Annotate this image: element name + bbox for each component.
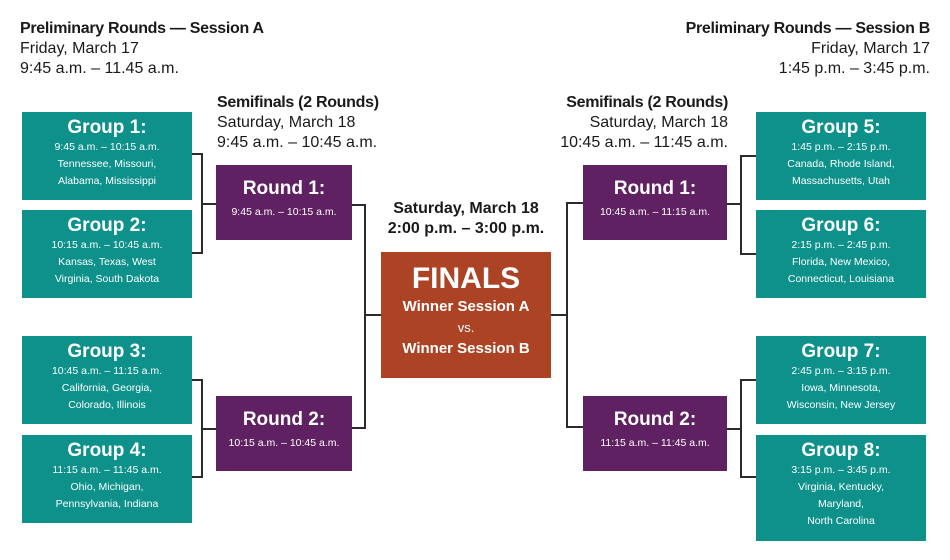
connector-line: [727, 428, 742, 430]
session-b-time: 1:45 p.m. – 3:45 p.m.: [778, 60, 930, 77]
group-teams: California, Georgia,: [61, 382, 153, 394]
group-5-box: Group 5: 1:45 p.m. – 2:15 p.m. Canada, R…: [756, 112, 926, 200]
group-teams: Ohio, Michigan,: [70, 481, 144, 493]
semifinals-b-header: Semifinals (2 Rounds) Saturday, March 18…: [560, 93, 728, 153]
group-title: Group 2:: [67, 215, 147, 236]
group-title: Group 4:: [67, 440, 147, 461]
group-teams: Canada, Rhode Island,: [787, 158, 895, 170]
connector-line: [566, 426, 583, 428]
group-title: Group 1:: [67, 117, 147, 138]
connector-line: [740, 155, 742, 255]
group-teams: Kansas, Texas, West: [58, 256, 156, 268]
connector-line: [727, 203, 742, 205]
connector-line: [364, 314, 381, 316]
semifinals-a-time: 9:45 a.m. – 10:45 a.m.: [217, 134, 378, 151]
finals-title: FINALS: [411, 262, 521, 295]
session-b-title: Preliminary Rounds — Session B: [685, 20, 931, 37]
round-time: 11:15 a.m. – 11:45 a.m.: [600, 437, 710, 449]
group-2-box: Group 2: 10:15 a.m. – 10:45 a.m. Kansas,…: [22, 210, 192, 298]
connector-line: [740, 253, 756, 255]
semifinals-a-date: Saturday, March 18: [217, 114, 356, 131]
group-title: Group 5:: [801, 117, 881, 138]
group-4-box: Group 4: 11:15 a.m. – 11:45 a.m. Ohio, M…: [22, 435, 192, 523]
group-time: 2:45 p.m. – 3:15 p.m.: [791, 365, 891, 377]
group-teams: Colorado, Illinois: [68, 399, 146, 411]
round-time: 10:45 a.m. – 11:15 a.m.: [599, 206, 711, 218]
connector-line: [364, 204, 366, 429]
group-3-box: Group 3: 10:45 a.m. – 11:15 a.m. Califor…: [22, 336, 192, 424]
session-a-time: 9:45 a.m. – 11.45 a.m.: [20, 60, 179, 77]
group-teams: North Carolina: [807, 515, 875, 527]
group-time: 9:45 a.m. – 10:15 a.m.: [54, 141, 160, 153]
round-time: 10:15 a.m. – 10:45 a.m.: [228, 437, 340, 449]
connector-line: [352, 427, 366, 429]
round-time: 9:45 a.m. – 10:15 a.m.: [231, 206, 337, 218]
group-teams: Pennsylvania, Indiana: [55, 498, 159, 510]
connector-line: [566, 202, 583, 204]
round-title: Round 1:: [613, 178, 697, 199]
semifinals-a-title: Semifinals (2 Rounds): [217, 94, 379, 111]
connector-line: [740, 379, 742, 478]
group-title: Group 8:: [801, 440, 881, 461]
connector-line: [740, 476, 756, 478]
finals-vs: vs.: [457, 320, 475, 335]
semifinal-b-round-1-box: Round 1: 10:45 a.m. – 11:15 a.m.: [583, 165, 727, 240]
semifinal-a-round-1-box: Round 1: 9:45 a.m. – 10:15 a.m.: [216, 165, 352, 240]
session-a-date: Friday, March 17: [20, 40, 139, 57]
semifinal-b-round-2-box: Round 2: 11:15 a.m. – 11:45 a.m.: [583, 396, 727, 471]
connector-line: [740, 155, 756, 157]
group-teams: Maryland,: [817, 498, 865, 510]
group-time: 10:45 a.m. – 11:15 a.m.: [51, 365, 163, 377]
connector-line: [352, 204, 366, 206]
group-teams: Virginia, Kentucky,: [798, 481, 884, 493]
group-6-box: Group 6: 2:15 p.m. – 2:45 p.m. Florida, …: [756, 210, 926, 298]
finals-time: 2:00 p.m. – 3:00 p.m.: [387, 220, 545, 237]
connector-line: [201, 203, 216, 205]
group-title: Group 7:: [801, 341, 881, 362]
group-7-box: Group 7: 2:45 p.m. – 3:15 p.m. Iowa, Min…: [756, 336, 926, 424]
group-teams: Virginia, South Dakota: [54, 273, 160, 285]
group-teams: Tennessee, Missouri,: [57, 158, 157, 170]
group-teams: Florida, New Mexico,: [791, 256, 891, 268]
semifinals-b-date: Saturday, March 18: [589, 114, 728, 131]
group-teams: Iowa, Minnesota,: [801, 382, 881, 394]
connector-line: [192, 476, 202, 478]
group-time: 11:15 a.m. – 11:45 a.m.: [52, 464, 162, 476]
connector-line: [192, 252, 202, 254]
session-b-header: Preliminary Rounds — Session B Friday, M…: [685, 19, 931, 79]
round-title: Round 2:: [613, 409, 697, 430]
group-title: Group 3:: [67, 341, 147, 362]
group-teams: Connecticut, Louisiana: [787, 273, 895, 285]
finals-winner-b: Winner Session B: [402, 340, 530, 357]
session-a-header: Preliminary Rounds — Session A Friday, M…: [20, 19, 264, 79]
group-time: 3:15 p.m. – 3:45 p.m.: [791, 464, 891, 476]
group-teams: Massachusetts, Utah: [791, 175, 891, 187]
connector-line: [192, 153, 202, 155]
semifinals-b-time: 10:45 a.m. – 11:45 a.m.: [560, 134, 728, 151]
session-b-date: Friday, March 17: [811, 40, 930, 57]
finals-box: FINALS Winner Session A vs. Winner Sessi…: [381, 252, 551, 378]
connector-line: [551, 314, 568, 316]
round-title: Round 1:: [242, 178, 326, 199]
semifinal-a-round-2-box: Round 2: 10:15 a.m. – 10:45 a.m.: [216, 396, 352, 471]
group-teams: Alabama, Mississippi: [57, 175, 157, 187]
group-title: Group 6:: [801, 215, 881, 236]
connector-line: [192, 379, 202, 381]
session-a-title: Preliminary Rounds — Session A: [20, 20, 264, 37]
finals-date: Saturday, March 18: [393, 200, 539, 217]
connector-line: [201, 428, 216, 430]
round-title: Round 2:: [242, 409, 326, 430]
group-time: 2:15 p.m. – 2:45 p.m.: [791, 239, 891, 251]
group-time: 10:15 a.m. – 10:45 a.m.: [51, 239, 163, 251]
group-teams: Wisconsin, New Jersey: [786, 399, 896, 411]
group-8-box: Group 8: 3:15 p.m. – 3:45 p.m. Virginia,…: [756, 435, 926, 541]
connector-line: [740, 379, 756, 381]
semifinals-b-title: Semifinals (2 Rounds): [566, 94, 728, 111]
group-1-box: Group 1: 9:45 a.m. – 10:15 a.m. Tennesse…: [22, 112, 192, 200]
connector-line: [566, 202, 568, 428]
finals-winner-a: Winner Session A: [402, 298, 530, 315]
finals-header: Saturday, March 18 2:00 p.m. – 3:00 p.m.: [381, 199, 551, 239]
group-time: 1:45 p.m. – 2:15 p.m.: [791, 141, 891, 153]
semifinals-a-header: Semifinals (2 Rounds) Saturday, March 18…: [217, 93, 379, 153]
